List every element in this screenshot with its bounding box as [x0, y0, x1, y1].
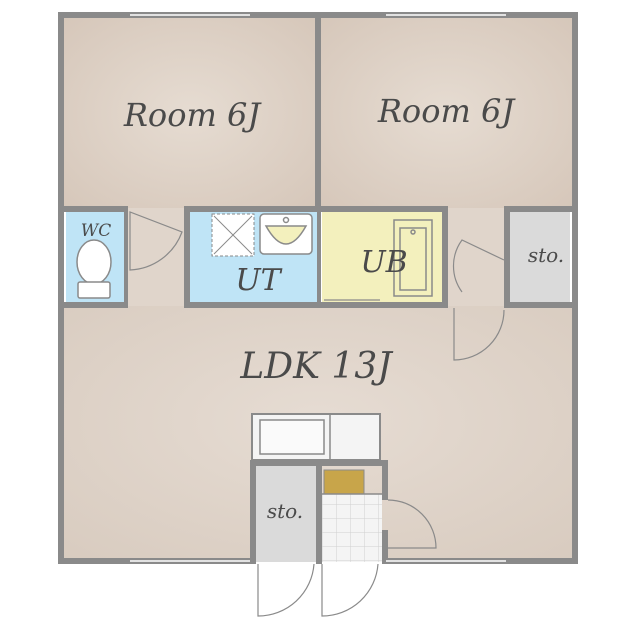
- kitchen-counter: [251, 413, 381, 461]
- washbasin-icon: [259, 213, 313, 255]
- entry-floor: [322, 494, 382, 562]
- toilet-icon: [76, 239, 112, 299]
- storage-right-label: sto.: [528, 243, 564, 267]
- storage-right-floor: [510, 212, 570, 304]
- ut-label: UT: [235, 263, 282, 298]
- bathtub-icon: [393, 219, 433, 297]
- entry-shelf: [323, 469, 365, 495]
- ldk-label: LDK 13J: [239, 346, 394, 387]
- window-marks: [130, 14, 506, 562]
- room-left-label: Room 6J: [123, 96, 263, 134]
- ub-label: UB: [360, 245, 407, 280]
- room-left-floor: [64, 18, 316, 208]
- hall-floor-right: [446, 208, 508, 308]
- washing-machine-pan-icon: [211, 213, 255, 257]
- wc-label: WC: [81, 221, 111, 241]
- room-right-label: Room 6J: [377, 92, 517, 130]
- room-right-floor: [320, 18, 572, 208]
- door-swings: [129, 211, 505, 617]
- hall-floor: [126, 208, 186, 308]
- storage-bottom-label: sto.: [267, 499, 303, 523]
- storage-bottom-floor: [254, 466, 316, 562]
